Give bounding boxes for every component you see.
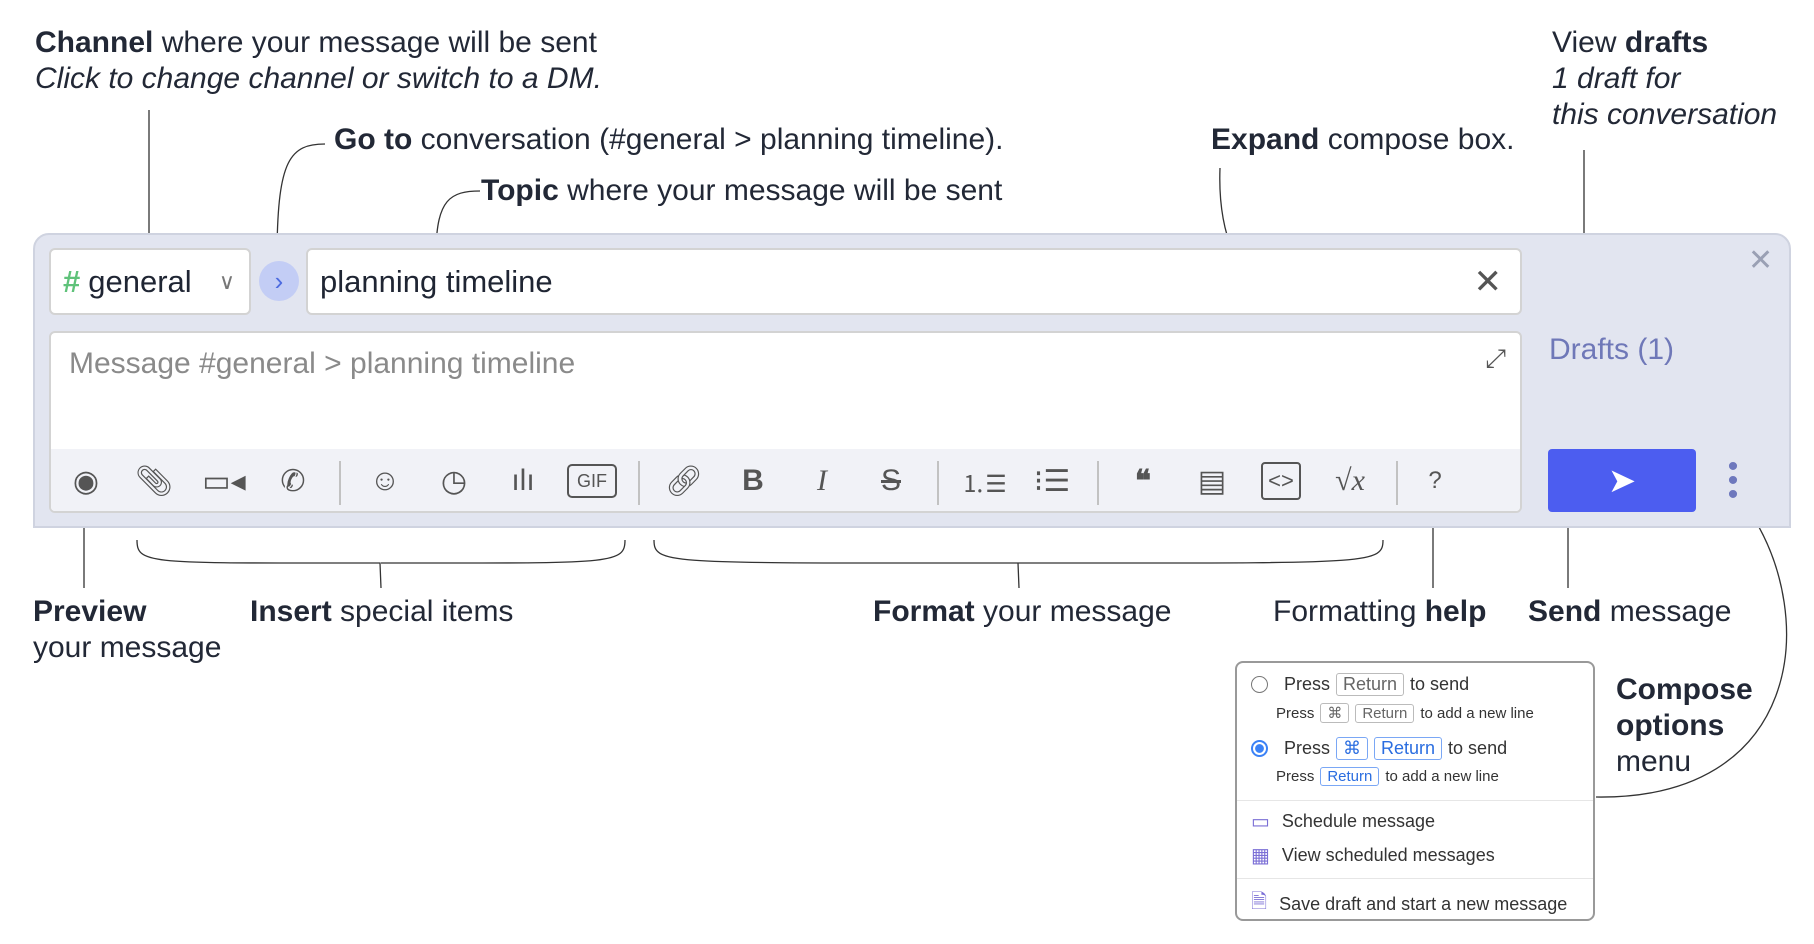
poll-icon[interactable]: ılı xyxy=(511,464,535,497)
hash-icon: # xyxy=(63,263,81,299)
go-to-conversation-button[interactable]: › xyxy=(259,261,299,301)
gif-icon[interactable]: GIF xyxy=(567,464,617,498)
drafts-link[interactable]: Drafts (1) xyxy=(1549,333,1675,366)
insert-annotation: Insert special items xyxy=(250,595,514,628)
save-draft-item[interactable]: 🗎︎Save draft and start a new message xyxy=(1251,887,1567,921)
channel-picker[interactable]: #general ∨ xyxy=(49,248,251,315)
compose-options-pointer xyxy=(1595,511,1788,798)
code-icon[interactable]: <> xyxy=(1261,462,1301,500)
spoiler-icon[interactable]: ▤ xyxy=(1197,464,1227,498)
expand-annotation: Expand compose box. xyxy=(1211,123,1515,156)
file-check-icon: 🗎︎ xyxy=(1251,891,1268,913)
format-bracket xyxy=(653,539,1384,589)
topic-annotation: Topic where your message will be sent xyxy=(481,174,1003,207)
calendar-icon: ▭ xyxy=(1251,811,1270,833)
calendar-grid-icon: ▦ xyxy=(1251,845,1270,867)
goto-annotation: Go to conversation (#general > planning … xyxy=(334,123,1004,156)
format-toolbar: ◉ 📎︎ ▭◂ ✆ ☺ ◷ ılı GIF 🔗︎ B I S ⒈☰ ⁝☰ ❝ ▤… xyxy=(51,449,1520,511)
view-scheduled-item[interactable]: ▦View scheduled messages xyxy=(1251,845,1495,867)
radio-selected[interactable] xyxy=(1251,740,1268,757)
math-icon[interactable]: √x xyxy=(1335,464,1365,497)
format-annotation: Format your message xyxy=(873,595,1172,628)
divider xyxy=(1396,461,1398,505)
italic-icon[interactable]: I xyxy=(817,464,827,497)
video-icon[interactable]: ▭◂ xyxy=(202,464,246,498)
divider xyxy=(937,461,939,505)
divider xyxy=(1237,800,1593,801)
clear-topic-icon[interactable]: ✕ xyxy=(1473,262,1503,301)
send-icon: ➤ xyxy=(1607,461,1637,500)
schedule-message-item[interactable]: ▭Schedule message xyxy=(1251,811,1436,833)
send-annotation: Send message xyxy=(1528,595,1732,628)
divider xyxy=(339,461,341,505)
bullet-list-icon[interactable]: ⁝☰ xyxy=(1033,464,1071,498)
bold-icon[interactable]: B xyxy=(742,464,764,497)
channel-name: general xyxy=(88,263,192,299)
message-textarea[interactable]: Message #general > planning timeline ⤢ ◉… xyxy=(49,331,1522,513)
chevron-right-icon: › xyxy=(274,265,284,296)
quote-icon[interactable]: ❝ xyxy=(1134,464,1152,498)
divider xyxy=(638,461,640,505)
clock-icon[interactable]: ◷ xyxy=(440,464,468,498)
chevron-down-icon: ∨ xyxy=(218,268,235,294)
divider xyxy=(1097,461,1099,505)
compose-options-button[interactable]: ••• xyxy=(1727,450,1739,511)
paperclip-icon[interactable]: 📎︎ xyxy=(134,464,174,498)
insert-bracket xyxy=(136,539,626,589)
topic-input[interactable]: planning timeline ✕ xyxy=(306,248,1522,315)
send-button[interactable]: ➤ xyxy=(1548,449,1696,512)
close-compose-icon[interactable]: ✕ xyxy=(1748,244,1774,277)
help-icon[interactable]: ? xyxy=(1428,467,1442,494)
expand-icon[interactable]: ⤢ xyxy=(1485,343,1506,373)
eye-icon[interactable]: ◉ xyxy=(72,464,100,498)
link-icon[interactable]: 🔗︎ xyxy=(664,464,704,498)
smile-icon[interactable]: ☺ xyxy=(369,464,401,497)
phone-icon[interactable]: ✆ xyxy=(280,464,306,498)
topic-value: planning timeline xyxy=(320,263,553,299)
divider xyxy=(1237,878,1593,879)
help-annotation: Formatting help xyxy=(1273,595,1487,628)
numbered-list-icon[interactable]: ⒈☰ xyxy=(961,470,1007,498)
radio-unselected[interactable] xyxy=(1251,676,1268,693)
message-placeholder: Message #general > planning timeline xyxy=(69,347,576,380)
goto-pointer xyxy=(276,143,326,251)
strikethrough-icon[interactable]: S xyxy=(880,464,901,497)
